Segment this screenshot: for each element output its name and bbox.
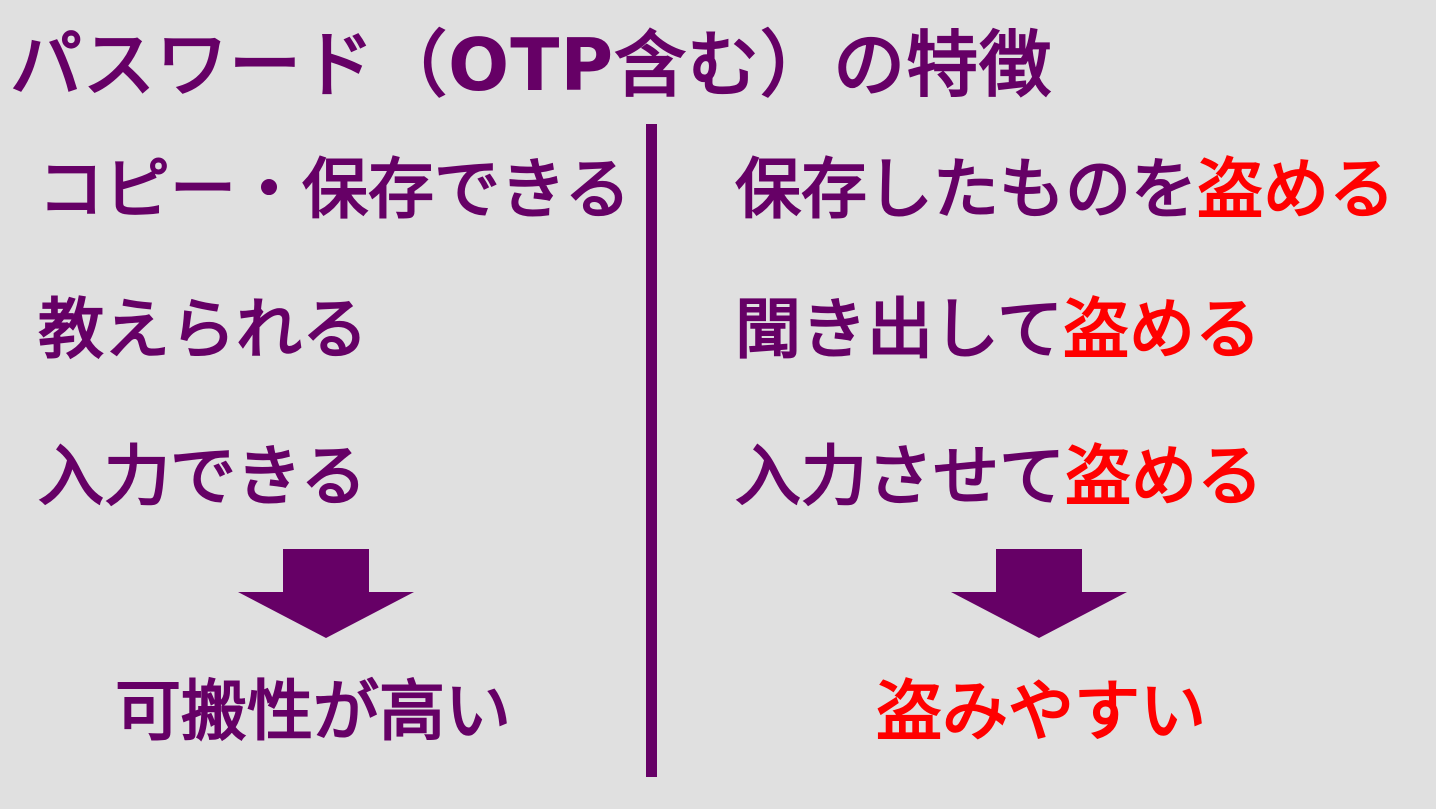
left-item-input: 入力できる	[38, 438, 367, 515]
right-item-make-input: 入力させて盗める	[735, 437, 1263, 517]
column-divider	[646, 124, 657, 777]
slide-title: パスワード（OTP含む）の特徴	[10, 23, 1053, 107]
left-item-copy-save: コピー・保存できる	[38, 151, 631, 228]
right-item-ask-prefix: 聞き出して	[735, 291, 1064, 368]
left-item-tell: 教えられる	[38, 291, 368, 368]
right-item-stored-prefix: 保存したものを	[735, 151, 1197, 228]
right-item-ask: 聞き出して盗める	[735, 290, 1261, 370]
left-result: 可搬性が高い	[115, 673, 511, 750]
right-item-make-input-emph: 盗める	[1065, 438, 1263, 515]
right-item-ask-emph: 盗める	[1063, 291, 1262, 368]
right-item-make-input-prefix: 入力させて	[735, 438, 1065, 515]
right-item-stored-emph: 盗める	[1197, 151, 1395, 228]
right-result: 盗みやすい	[876, 673, 1206, 750]
right-item-stored: 保存したものを盗める	[735, 150, 1395, 230]
